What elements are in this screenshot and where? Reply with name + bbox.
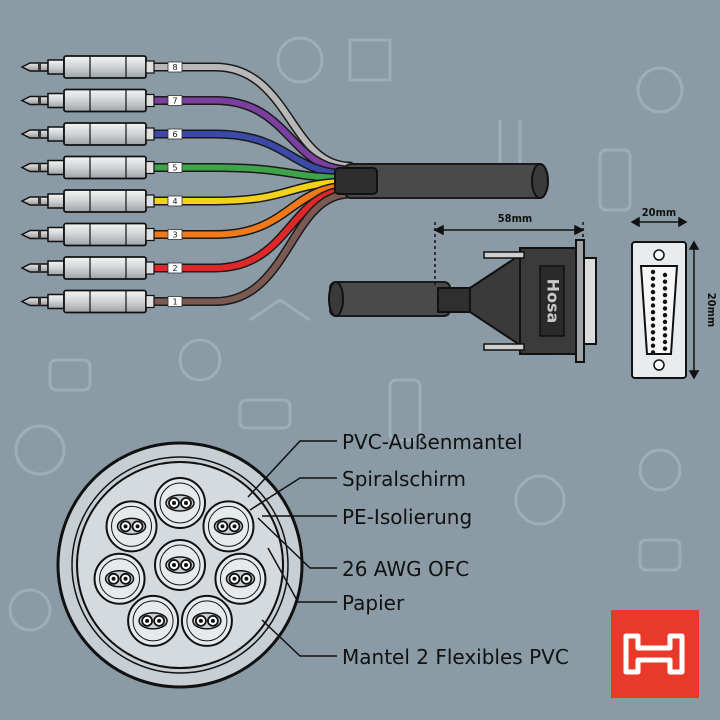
channel-number-label: 4 [172,197,177,206]
channel-number-label: 8 [172,63,177,72]
pin [662,306,668,311]
wire-channel-5 [147,164,353,181]
pin [650,343,656,348]
pin [650,330,656,335]
width-label: 20mm [642,206,676,219]
wire-outline [145,62,355,171]
wire-channel-6 [147,131,353,177]
wire-channel-4 [147,179,353,204]
pin-array [650,269,668,355]
dimension-height [688,240,700,380]
cross-section-label-5: Papier [342,591,405,615]
leader-lines [247,440,337,657]
jack-channel-4 [20,189,155,213]
twisted-pair [154,477,206,529]
jack-channel-3 [20,222,155,247]
channel-number-label: 1 [172,298,177,307]
db25-connector-front [631,241,687,379]
pin [650,323,656,328]
channel-number-label: 5 [172,164,177,173]
twisted-pair [202,500,255,553]
pin [662,279,668,284]
wire-outline [145,189,355,306]
dimension-length [433,222,585,285]
pin [650,283,656,288]
height-label: 20mm [705,293,718,327]
background-pattern [8,36,684,632]
twisted-pair [105,500,158,553]
pin [650,316,656,322]
cross-section-label-3: PE-Isolierung [342,505,472,529]
pin [662,319,668,325]
cross-section-label-2: Spiralschirm [342,467,466,491]
pin [662,339,668,345]
jack-channel-1 [20,289,155,314]
pin [662,346,668,351]
conductors-group [93,477,267,647]
jack-channel-5 [20,155,155,180]
channel-number-sleeve [167,195,183,207]
channel-number-sleeve [167,95,183,106]
length-label: 58mm [498,212,532,225]
channel-number-sleeve [167,296,183,307]
jack-channel-8 [20,55,155,79]
channel-number-label: 3 [172,231,177,240]
brand-logo [611,610,699,698]
pin [650,269,656,275]
twisted-pair [180,594,233,647]
dimension-width [630,216,688,228]
pin [650,276,656,281]
twisted-pair [214,552,267,605]
cable-cross-section [56,441,304,689]
channel-number-label: 6 [172,130,177,139]
pin [662,333,668,338]
jack-channel-7 [20,88,155,113]
channel-number-sleeve [167,229,183,240]
jack-channel-6 [20,122,155,146]
cross-section-label-4: 26 AWG OFC [342,557,469,581]
jacks-group [20,55,155,314]
wire-channel-7 [147,97,353,173]
cross-section-label-1: PVC-Außenmantel [342,430,523,454]
pin [650,310,656,315]
channel-number-sleeve [167,162,183,173]
channel-number-sleeve [167,128,183,140]
db25-connector-side: Hosa [328,239,597,363]
pin [650,303,656,308]
wire-channel-8 [147,64,353,169]
channel-number-label: 7 [172,97,177,106]
channel-number-sleeve [167,61,183,73]
wires-group: 8 7 6 5 4 3 2 1 [145,61,355,307]
pin [650,289,656,295]
brand-label: Hosa [544,279,563,324]
pin [662,299,668,304]
pin [650,296,656,301]
wire-channel-2 [147,187,353,271]
pin [662,292,668,298]
wire-channel-1 [147,191,353,305]
wire-channel-3 [147,183,353,238]
pin [650,350,656,355]
pin [662,272,668,278]
trunk-cable [334,163,549,199]
channel-number-label: 2 [172,264,177,273]
pin [662,326,668,331]
twisted-pair [154,539,206,591]
twisted-pair [127,594,180,647]
jack-channel-2 [20,256,155,280]
pin [650,336,656,342]
twisted-pair [93,552,146,605]
pin [662,286,668,291]
cross-section-labels: PVC-AußenmantelSpiralschirmPE-Isolierung… [342,430,569,669]
channel-number-sleeve [167,262,183,274]
cross-section-label-6: Mantel 2 Flexibles PVC [342,645,569,669]
pin [662,313,668,318]
